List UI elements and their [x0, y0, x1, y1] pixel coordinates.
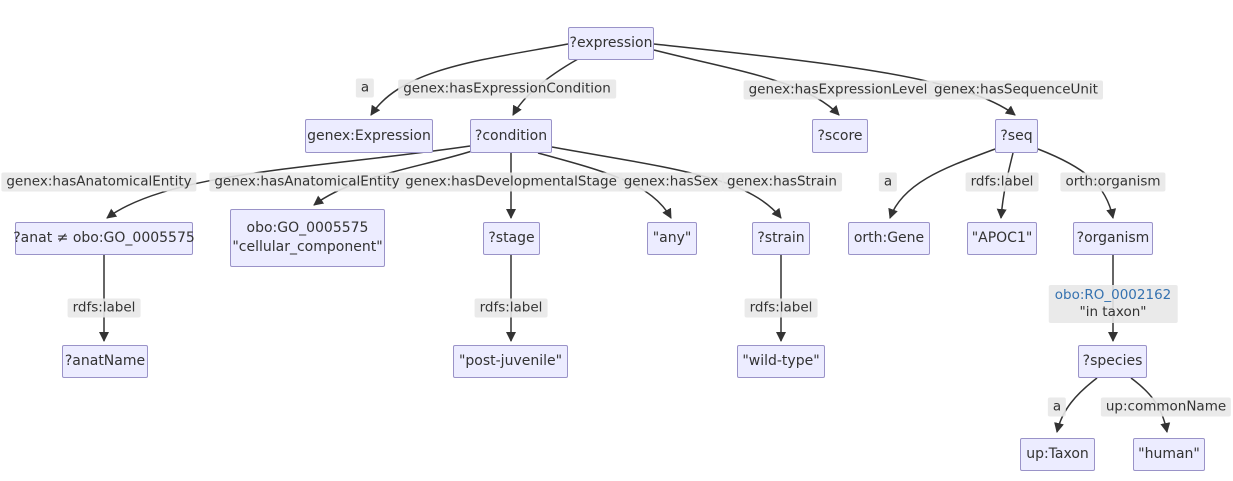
node-human: "human" — [1133, 438, 1205, 471]
node-organism: ?organism — [1073, 222, 1153, 255]
edge-label-orth-organism: orth:organism — [1060, 172, 1166, 192]
node-orth-gene: orth:Gene — [848, 222, 930, 255]
edge-expression-to-score — [653, 49, 840, 116]
edge-label-has-expression-level: genex:hasExpressionLevel — [743, 80, 933, 100]
node-anat: ?anat ≠ obo:GO_0005575 — [13, 222, 195, 255]
edge-label-rdfs-label-stage: rdfs:label — [474, 298, 548, 318]
edge-expression-to-seq — [653, 43, 1016, 116]
edge-expression-to-genex-expression — [370, 43, 569, 116]
edge-label-has-anatomical-entity-2: genex:hasAnatomicalEntity — [209, 172, 405, 192]
edge-label-has-expression-condition: genex:hasExpressionCondition — [398, 79, 616, 99]
edge-label-a-seq: a — [878, 172, 898, 192]
node-post-juvenile: "post-juvenile" — [453, 345, 568, 378]
node-stage: ?stage — [483, 222, 540, 255]
node-apoc1: "APOC1" — [967, 222, 1037, 255]
edge-label-rdfs-label-seq: rdfs:label — [965, 172, 1039, 192]
edge-label-rdfs-label-anat: rdfs:label — [67, 298, 141, 318]
node-go-cellular-component: obo:GO_0005575 "cellular_component" — [230, 209, 385, 267]
node-condition: ?condition — [470, 119, 552, 153]
edge-label-up-common-name: up:commonName — [1100, 397, 1232, 417]
edge-label-has-developmental-stage: genex:hasDevelopmentalStage — [400, 172, 622, 192]
edge-label-a-species: a — [1047, 397, 1067, 417]
node-any: "any" — [647, 222, 697, 255]
edge-label-rdfs-label-strain: rdfs:label — [744, 298, 818, 318]
node-genex-expression: genex:Expression — [305, 119, 433, 153]
node-strain: ?strain — [752, 222, 810, 255]
edge-label-has-anatomical-entity-1: genex:hasAnatomicalEntity — [1, 172, 197, 192]
edge-label-in-taxon: obo:RO_0002162 "in taxon" — [1048, 285, 1178, 323]
node-expression: ?expression — [568, 27, 654, 60]
edge-label-a-expression: a — [355, 78, 375, 98]
node-anatname: ?anatName — [62, 345, 148, 378]
node-species: ?species — [1078, 345, 1147, 378]
node-seq: ?seq — [995, 119, 1038, 153]
node-up-taxon: up:Taxon — [1020, 438, 1095, 471]
obo-ro-0002162-link[interactable]: obo:RO_0002162 — [1054, 287, 1172, 303]
edge-label-has-strain: genex:hasStrain — [722, 172, 842, 192]
edge-label-has-sex: genex:hasSex — [618, 172, 724, 192]
node-wild-type: "wild-type" — [737, 345, 825, 378]
node-score: ?score — [812, 119, 868, 153]
edge-seq-to-orth-gene — [888, 148, 996, 219]
edge-species-to-up-taxon — [1054, 377, 1098, 433]
edge-label-has-sequence-unit: genex:hasSequenceUnit — [929, 80, 1103, 100]
